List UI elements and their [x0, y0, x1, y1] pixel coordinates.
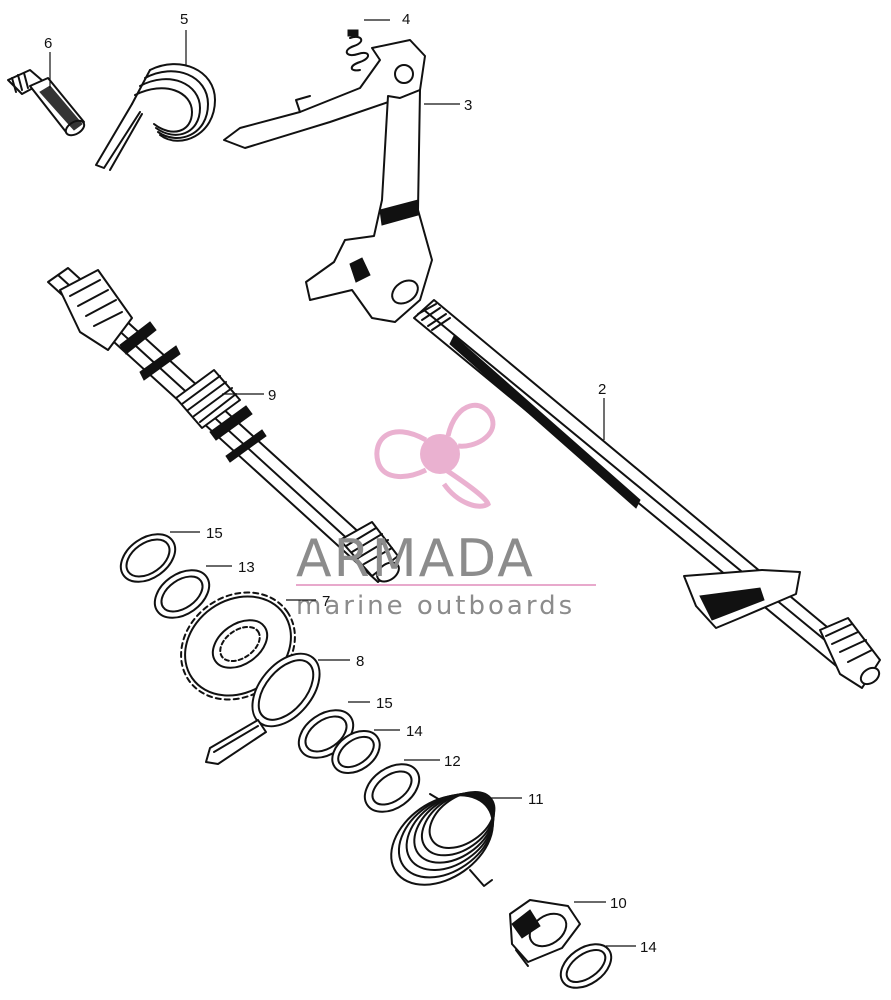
callout-7: 7 [322, 593, 330, 610]
part-13-washer [153, 569, 211, 619]
callout-9: 9 [268, 387, 276, 404]
part-9-kick-spindle [47, 267, 400, 583]
part-7-kick-gear [180, 591, 296, 701]
part-6-stud-bolt [7, 69, 86, 137]
part-2-gearshift-spindle [413, 299, 881, 689]
propeller-icon [374, 402, 496, 509]
callout-8: 8 [356, 653, 364, 670]
part-3-arm [223, 39, 433, 323]
part-10-collar [509, 899, 581, 967]
part-14-clip-middle [331, 730, 381, 774]
callout-10: 10 [610, 895, 627, 912]
callout-14-lower: 14 [640, 939, 657, 956]
watermark-brand: ARMADA [296, 529, 535, 589]
part-4-small-spring [345, 29, 369, 72]
part-12-washer [363, 763, 421, 813]
callout-14-middle: 14 [406, 723, 423, 740]
leader-lines [49, 19, 636, 947]
part-11-return-spring [390, 791, 496, 887]
callout-3: 3 [464, 97, 472, 114]
watermark: ARMADA marine outboards [296, 402, 596, 621]
part-15-circlip-upper [119, 533, 177, 583]
callout-4: 4 [402, 11, 410, 28]
callout-12: 12 [444, 753, 461, 770]
watermark-tagline: marine outboards [296, 591, 575, 621]
callout-2: 2 [598, 381, 606, 398]
part-8-ratchet-guide [205, 652, 321, 765]
part-5-torsion-spring [95, 63, 216, 171]
callout-13: 13 [238, 559, 255, 576]
callouts: 6 5 4 3 9 2 15 13 7 8 15 14 12 11 10 14 [44, 11, 657, 956]
callout-6: 6 [44, 35, 52, 52]
part-14-clip-lower [559, 943, 613, 989]
callout-15-upper: 15 [206, 525, 223, 542]
callout-11: 11 [528, 791, 544, 808]
callout-5: 5 [180, 11, 188, 28]
callout-15-lower: 15 [376, 695, 393, 712]
